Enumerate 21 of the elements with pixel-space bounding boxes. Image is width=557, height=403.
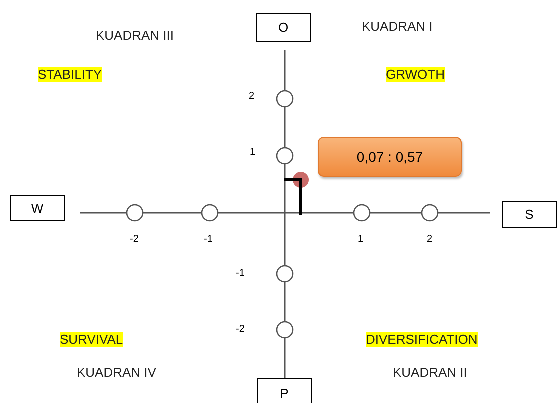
- axis-label-box: S: [502, 201, 557, 228]
- axis-number: 1: [250, 147, 256, 158]
- quadrant-label: KUADRAN I: [362, 19, 433, 34]
- axis-number: -1: [204, 234, 213, 245]
- strategy-label: DIVERSIFICATION: [366, 332, 478, 347]
- quadrant-label: KUADRAN II: [393, 365, 468, 380]
- strategy-label: SURVIVAL: [60, 332, 124, 347]
- axis-number: 2: [427, 234, 433, 245]
- strategy-label: STABILITY: [38, 67, 102, 82]
- quadrant-label: KUADRAN III: [96, 28, 174, 43]
- strategy-label: GRWOTH: [386, 67, 445, 82]
- axis-number: -1: [236, 268, 245, 279]
- axis-number: 2: [249, 91, 255, 102]
- axis-number: -2: [236, 324, 245, 335]
- axis-label-box: W: [10, 195, 65, 221]
- axis-number: -2: [130, 234, 139, 245]
- axis-number: 1: [358, 234, 364, 245]
- axis-label-box: P: [257, 378, 312, 403]
- value-callout: 0,07 : 0,57: [318, 137, 462, 177]
- quadrant-label: KUADRAN IV: [77, 365, 156, 380]
- axis-label-box: O: [256, 13, 311, 42]
